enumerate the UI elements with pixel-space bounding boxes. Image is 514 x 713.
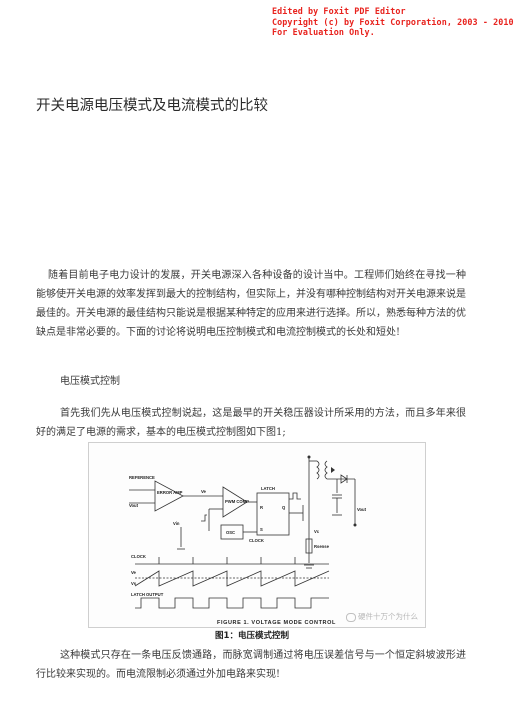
watermark-line-3: For Evaluation Only. xyxy=(272,27,375,37)
document-title: 开关电源电压模式及电流模式的比较 xyxy=(36,98,268,114)
label-clock: CLOCK xyxy=(249,538,264,543)
label-ve: Ve xyxy=(201,489,207,494)
label-s: S xyxy=(260,527,263,532)
section-heading-voltage-mode: 电压模式控制 xyxy=(60,376,120,387)
figure-caption: 图1：电压模式控制 xyxy=(215,631,289,641)
figure-inner-caption: FIGURE 1. VOLTAGE MODE CONTROL xyxy=(217,620,336,626)
label-latch: LATCH xyxy=(261,486,275,491)
wave-label-vs: Vs xyxy=(131,581,137,586)
wechat-source-watermark: 硬件十万个为什么 xyxy=(346,611,418,622)
wechat-source-label: 硬件十万个为什么 xyxy=(358,612,418,621)
wave-label-latch: LATCH OUTPUT xyxy=(131,592,164,597)
label-vout-input: Vout xyxy=(129,503,139,508)
watermark-line-1: Edited by Foxit PDF Editor xyxy=(272,6,406,16)
voltage-mode-summary-paragraph: 这种模式只存在一条电压反馈通路，而脉宽调制通过将电压误差信号与一个恒定斜坡波形进… xyxy=(36,650,466,680)
label-q: Q xyxy=(282,505,286,510)
label-error-amp: ERROR AMP xyxy=(157,490,183,495)
label-osc: OSC xyxy=(226,530,235,535)
wave-label-clock: CLOCK xyxy=(131,554,146,559)
label-vc: Vc xyxy=(314,529,320,534)
circuit-diagram: REFERENCE Vout ERROR AMP Ve PWM COMP LAT… xyxy=(129,455,367,626)
evaluation-watermark: Edited by Foxit PDF Editor Copyright (c)… xyxy=(272,6,514,38)
wechat-icon xyxy=(346,612,356,622)
label-pwm-comp: PWM COMP xyxy=(225,499,249,504)
label-vout-right: Vout xyxy=(357,507,367,512)
intro-paragraph: 随着目前电子电力设计的发展，开关电源深入各种设备的设计当中。工程师们始终在寻找一… xyxy=(36,270,466,338)
label-rsense: Rsense xyxy=(314,544,330,549)
watermark-line-2: Copyright (c) by Foxit Corporation, 2003… xyxy=(272,16,514,27)
figure-voltage-mode-diagram: REFERENCE Vout ERROR AMP Ve PWM COMP LAT… xyxy=(88,442,426,628)
label-r: R xyxy=(260,505,263,510)
label-vin: Vin xyxy=(173,521,180,526)
wave-label-ve: Ve xyxy=(131,570,137,575)
label-reference: REFERENCE xyxy=(129,475,155,480)
voltage-mode-paragraph: 首先我们先从电压模式控制说起，这是最早的开关稳压器设计所采用的方法，而且多年来很… xyxy=(36,408,466,438)
